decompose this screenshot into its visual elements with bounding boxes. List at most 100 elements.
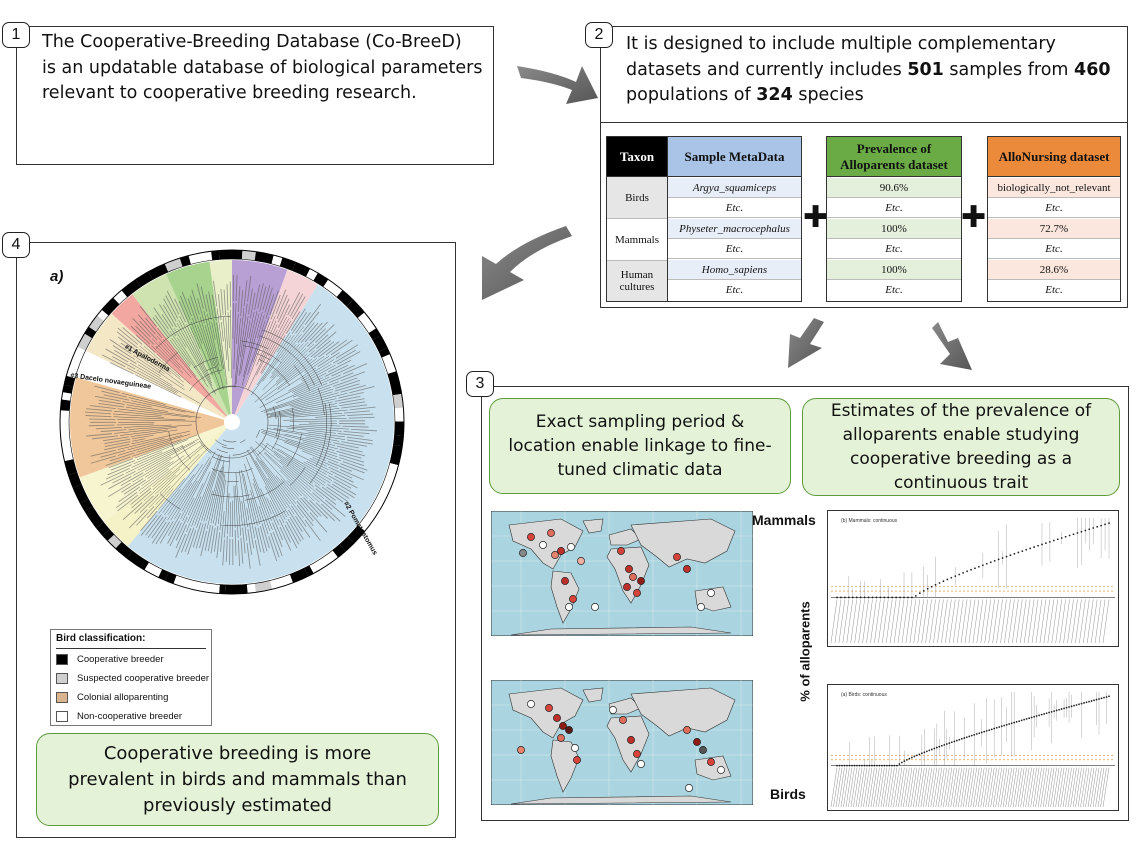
tree-branch xyxy=(279,343,315,378)
tree-branch xyxy=(305,436,332,443)
tip-label xyxy=(112,356,136,370)
legend-item: Cooperative breeder xyxy=(56,652,164,666)
tree-arc xyxy=(220,510,286,526)
species-tick-label xyxy=(1083,599,1090,644)
tip-label xyxy=(105,467,130,480)
tree-branch xyxy=(114,427,177,434)
tip-label xyxy=(268,535,278,561)
tip-label xyxy=(309,321,328,342)
data-point xyxy=(847,596,850,599)
tip-label xyxy=(237,285,241,312)
species-tick-label xyxy=(1020,767,1027,808)
data-point xyxy=(1092,527,1095,529)
taxon-row: Human cultures xyxy=(607,261,667,301)
tip-label xyxy=(84,411,111,415)
arrow-2-to-3-left xyxy=(788,318,824,368)
species-tick-label xyxy=(885,767,893,808)
tip-label xyxy=(297,322,315,343)
tip-label xyxy=(179,295,191,321)
data-point xyxy=(980,731,983,734)
tip-label xyxy=(306,328,326,348)
tree-branch xyxy=(289,412,342,418)
tree-arc xyxy=(222,439,237,443)
data-point xyxy=(891,596,894,599)
tip-label xyxy=(130,487,152,505)
tree-branch xyxy=(216,322,225,370)
ring-segment xyxy=(173,575,186,587)
tree-branch xyxy=(262,326,305,382)
sample-location xyxy=(517,746,525,754)
tree-branch xyxy=(315,415,346,418)
tree-branch xyxy=(271,344,297,375)
panel-4-callout: Cooperative breeding is more prevalent i… xyxy=(36,733,439,826)
data-point xyxy=(975,733,978,735)
tip-label xyxy=(121,478,144,493)
tree-branch xyxy=(262,342,309,390)
species-tick-label xyxy=(976,599,984,644)
species-tick-label xyxy=(890,767,898,808)
species-tick-label xyxy=(880,767,888,808)
data-point xyxy=(1093,699,1095,702)
tree-branch xyxy=(234,318,241,387)
tree-branch xyxy=(249,447,291,505)
tip-label xyxy=(216,532,221,559)
ring-segment xyxy=(225,584,248,594)
data-point xyxy=(1043,713,1046,715)
data-point xyxy=(1080,530,1083,533)
tree-branch xyxy=(132,438,146,442)
sample-location xyxy=(559,722,567,730)
landmass xyxy=(694,755,732,781)
sample-location xyxy=(623,583,631,591)
world-map-mammals xyxy=(491,511,753,636)
tree-branch xyxy=(257,314,265,339)
species-tick-label xyxy=(878,767,885,808)
species-tick-label xyxy=(1055,767,1062,808)
tree-branch xyxy=(206,470,220,521)
species-tick-label xyxy=(1065,767,1072,808)
species-tick-label xyxy=(1007,767,1015,808)
tip-label xyxy=(108,458,134,469)
tree-branch xyxy=(199,316,217,371)
tip-label xyxy=(321,486,344,503)
ring-segment xyxy=(88,315,105,332)
tip-label xyxy=(226,284,229,311)
species-tick-label xyxy=(938,767,945,808)
data-point xyxy=(836,764,838,767)
tip-label xyxy=(153,307,169,330)
metadata-cell: Physeter_macrocephalus xyxy=(668,219,801,239)
ring-segment xyxy=(241,250,256,261)
tree-branch xyxy=(271,343,304,379)
landmass xyxy=(630,518,736,568)
species-tick-label xyxy=(1045,767,1052,808)
species-tick-label xyxy=(941,599,948,644)
data-point xyxy=(1078,703,1080,706)
tree-branch xyxy=(235,308,245,385)
data-point xyxy=(1065,706,1068,709)
tip-label xyxy=(139,494,159,513)
tree-branch xyxy=(222,511,225,524)
tree-branch xyxy=(261,429,338,450)
data-point xyxy=(878,764,881,767)
data-point xyxy=(1037,544,1039,547)
data-point xyxy=(997,558,1000,561)
tree-branch xyxy=(293,376,330,394)
tree-branch xyxy=(300,359,335,381)
tree-branch xyxy=(203,310,224,390)
species-tick-label xyxy=(1087,599,1094,644)
species-tick-label xyxy=(1055,599,1062,644)
species-tick-label xyxy=(1027,767,1035,808)
tip-label xyxy=(197,298,205,324)
allonursing-cell: 72.7% xyxy=(988,219,1120,239)
tip-label xyxy=(136,505,155,526)
tip-label xyxy=(257,527,265,554)
tip-label xyxy=(220,288,224,315)
species-tick-label xyxy=(845,767,853,808)
tip-label xyxy=(349,406,376,411)
tip-label xyxy=(175,533,187,559)
tree-branch xyxy=(113,410,162,416)
tree-branch xyxy=(128,397,195,414)
tree-arc xyxy=(291,408,295,432)
tip-label xyxy=(254,284,261,310)
tree-branch xyxy=(267,388,334,411)
tip-label xyxy=(296,500,314,522)
